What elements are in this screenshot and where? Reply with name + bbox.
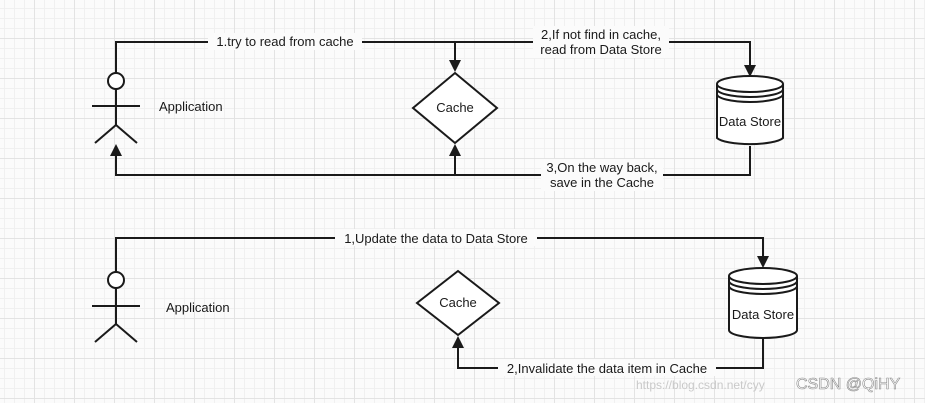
top-edge3-label-bg [541, 159, 663, 191]
top-diagram: Application 1.try to read from cache 2,I… [92, 26, 784, 191]
top-cache-diamond[interactable]: Cache [411, 71, 499, 145]
top-edge2-label-line1: 2,If not find in cache, [541, 27, 661, 42]
top-edge-save-cache[interactable] [110, 144, 751, 176]
bottom-store-label: Data Store [732, 307, 794, 322]
bottom-cache-diamond[interactable]: Cache [415, 269, 501, 337]
top-edge2-label-bg [533, 26, 669, 58]
bottom-actor-label: Application [166, 300, 230, 315]
top-edge3-label-line2: save in the Cache [550, 175, 654, 190]
bottom-edge1-label-bg [335, 229, 537, 246]
bottom-cache-label: Cache [439, 295, 477, 310]
bottom-actor-icon[interactable] [92, 271, 140, 343]
top-edge3-label-line1: 3,On the way back, [546, 160, 657, 175]
bottom-edge2-label: 2,Invalidate the data item in Cache [507, 361, 707, 376]
top-edge1-label-bg [208, 33, 362, 50]
bottom-edge1-label: 1,Update the data to Data Store [344, 231, 528, 246]
watermark-url: https://blog.csdn.net/cyy [636, 378, 765, 392]
top-actor-icon[interactable] [92, 72, 140, 144]
bottom-data-store-icon[interactable]: Data Store [728, 267, 798, 339]
watermark-text: CSDN @QiHY [796, 376, 901, 393]
bottom-edge2-label-bg [498, 359, 716, 376]
top-edge1-label: 1.try to read from cache [216, 34, 353, 49]
bottom-diagram: Application 1,Update the data to Data St… [92, 229, 798, 376]
top-edge2-label-line2: read from Data Store [540, 42, 661, 57]
top-cache-label: Cache [436, 100, 474, 115]
top-actor-label: Application [159, 99, 223, 114]
top-data-store-icon[interactable]: Data Store [716, 75, 784, 146]
top-store-label: Data Store [719, 114, 781, 129]
